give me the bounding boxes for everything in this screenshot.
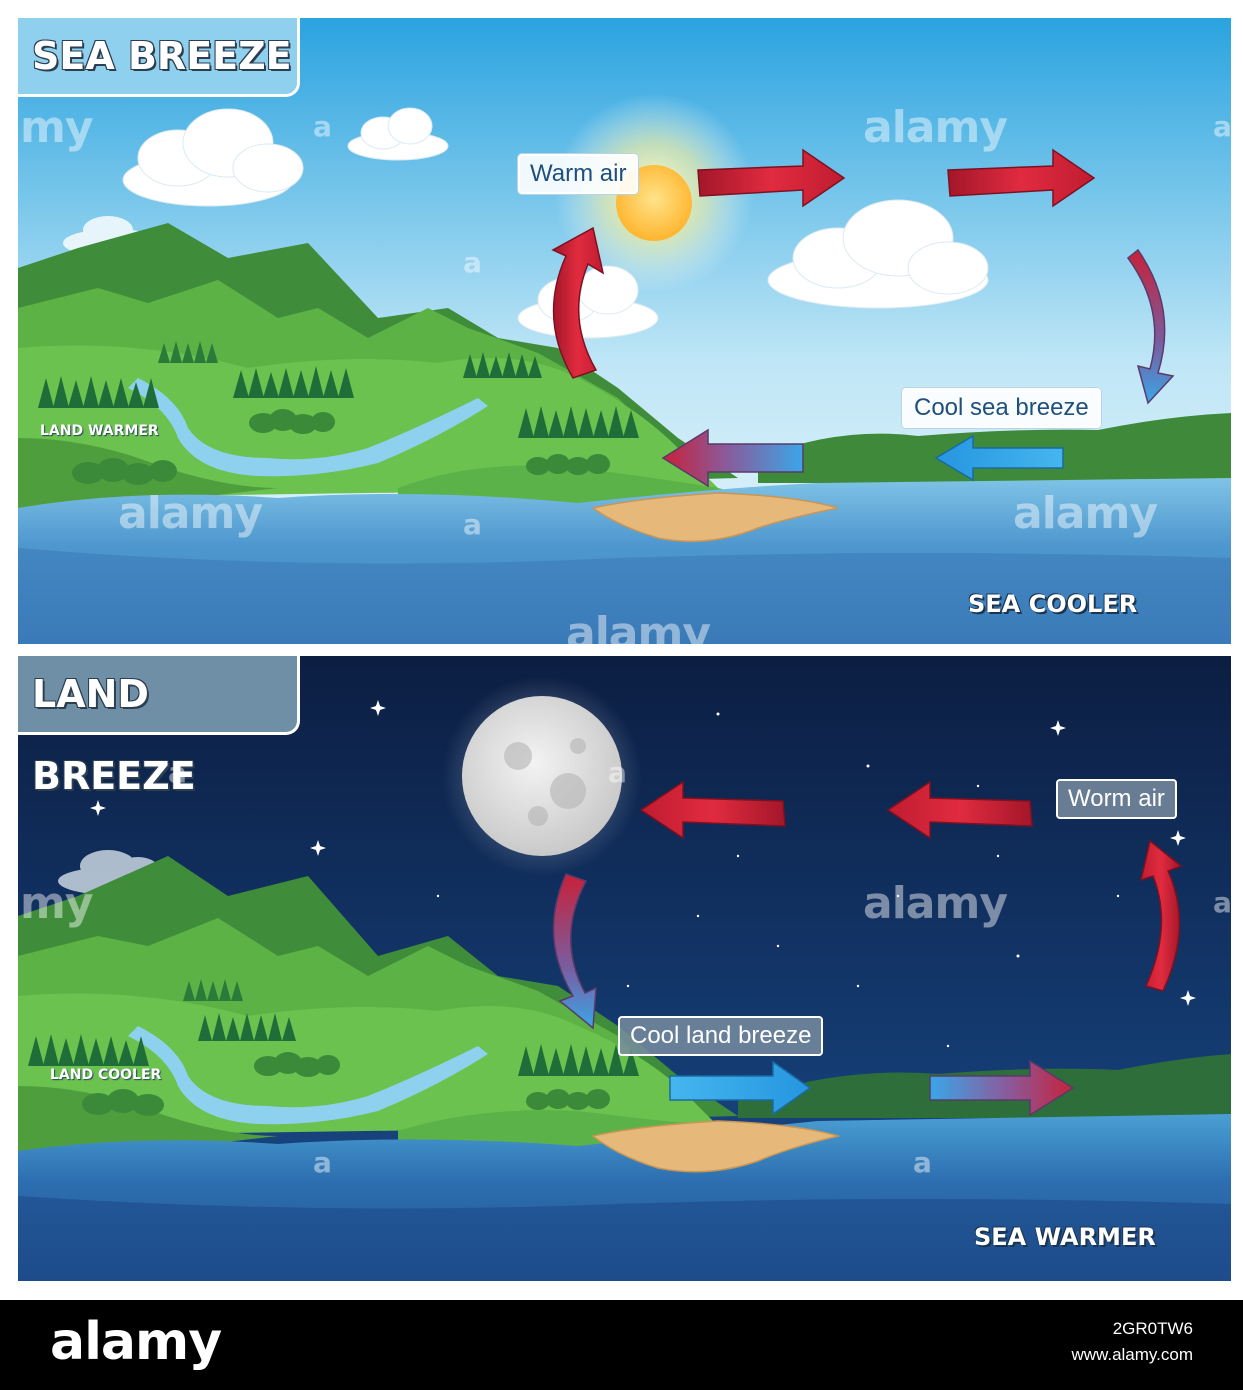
cool-breeze-arrow — [669, 1060, 812, 1116]
watermark: alamy — [566, 608, 711, 644]
sand-beach — [591, 492, 839, 543]
watermark: a — [313, 110, 332, 143]
tree-cluster — [518, 1044, 639, 1076]
land-cooler-label: LAND COOLER — [50, 1067, 162, 1083]
land-breeze-panel: LAND BREEZE Worm air Cool land breeze LA… — [18, 656, 1231, 1281]
bush-cluster — [526, 1089, 610, 1110]
tree-cluster — [183, 979, 243, 1001]
bush-cluster — [249, 409, 335, 434]
land-warmer-label: LAND WARMER — [40, 423, 159, 439]
watermark: alamy — [863, 878, 1008, 929]
cool-breeze-arrow — [934, 434, 1064, 482]
watermark: my — [20, 102, 94, 153]
tree-cluster — [518, 406, 639, 438]
image-id: 2GR0TW6 — [1112, 1319, 1193, 1338]
sea-warmer-label: SEA WARMER — [974, 1223, 1156, 1251]
tree-cluster — [158, 341, 218, 363]
sea-breeze-scene — [18, 18, 1231, 644]
moon-icon — [462, 696, 622, 856]
warm-air-arrow — [947, 148, 1096, 208]
bush-cluster — [254, 1052, 340, 1077]
sand-beach — [591, 1120, 841, 1173]
watermark: a — [463, 508, 482, 541]
tree-cluster — [463, 352, 542, 378]
tree-cluster — [233, 366, 354, 398]
cool-land-breeze-label: Cool land breeze — [618, 1016, 824, 1056]
cool-breeze-arrow — [929, 1059, 1075, 1117]
site-url: www.alamy.com — [1071, 1345, 1193, 1364]
watermark: alamy — [1013, 488, 1158, 539]
warm-air-arrow — [697, 148, 846, 208]
watermark: a — [168, 756, 187, 789]
tree-cluster — [28, 1034, 149, 1066]
cool-breeze-arrow — [661, 428, 804, 488]
sea-cooler-label: SEA COOLER — [968, 590, 1138, 618]
footer-bar: alamy 2GR0TW6 www.alamy.com — [0, 1300, 1243, 1390]
river — [128, 378, 488, 477]
warm-air-label: Worm air — [1056, 779, 1177, 819]
watermark: alamy — [118, 488, 263, 539]
watermark: a — [608, 756, 627, 789]
rising-warm-air-arrow — [551, 226, 605, 379]
bush-cluster — [72, 458, 177, 485]
bush-cluster — [526, 454, 610, 475]
sea-breeze-title: SEA BREEZE — [18, 18, 300, 97]
warm-air-arrow — [639, 780, 786, 840]
alamy-logo: alamy — [50, 1312, 222, 1372]
watermark: a — [313, 1146, 332, 1179]
cloud-icon — [347, 107, 449, 161]
cloud-icon — [767, 199, 989, 309]
watermark: alamy — [863, 102, 1008, 153]
watermark: a — [1213, 886, 1231, 919]
sea-breeze-panel: SEA BREEZE Warm air Cool sea breeze LAND… — [18, 18, 1231, 644]
star-sparkle-icon — [90, 700, 1196, 1006]
land-breeze-title: LAND BREEZE — [18, 656, 300, 798]
bush-cluster — [82, 1089, 164, 1116]
warm-air-label: Warm air — [518, 154, 639, 194]
watermark: my — [20, 878, 94, 929]
land-breeze-scene — [18, 656, 1231, 1281]
rising-warm-air-arrow — [1139, 839, 1183, 992]
river — [128, 1026, 488, 1125]
watermark: a — [463, 246, 482, 279]
cool-sea-breeze-label: Cool sea breeze — [902, 388, 1101, 428]
cloud-icon — [122, 108, 304, 207]
tree-cluster — [198, 1013, 296, 1041]
image-info: 2GR0TW6 www.alamy.com — [1071, 1316, 1193, 1368]
warm-air-arrow — [886, 780, 1033, 840]
watermark: a — [913, 1146, 932, 1179]
tree-cluster — [38, 376, 159, 408]
sinking-air-arrow — [552, 873, 597, 1030]
sinking-air-arrow — [1126, 248, 1175, 405]
watermark: a — [1213, 110, 1231, 143]
